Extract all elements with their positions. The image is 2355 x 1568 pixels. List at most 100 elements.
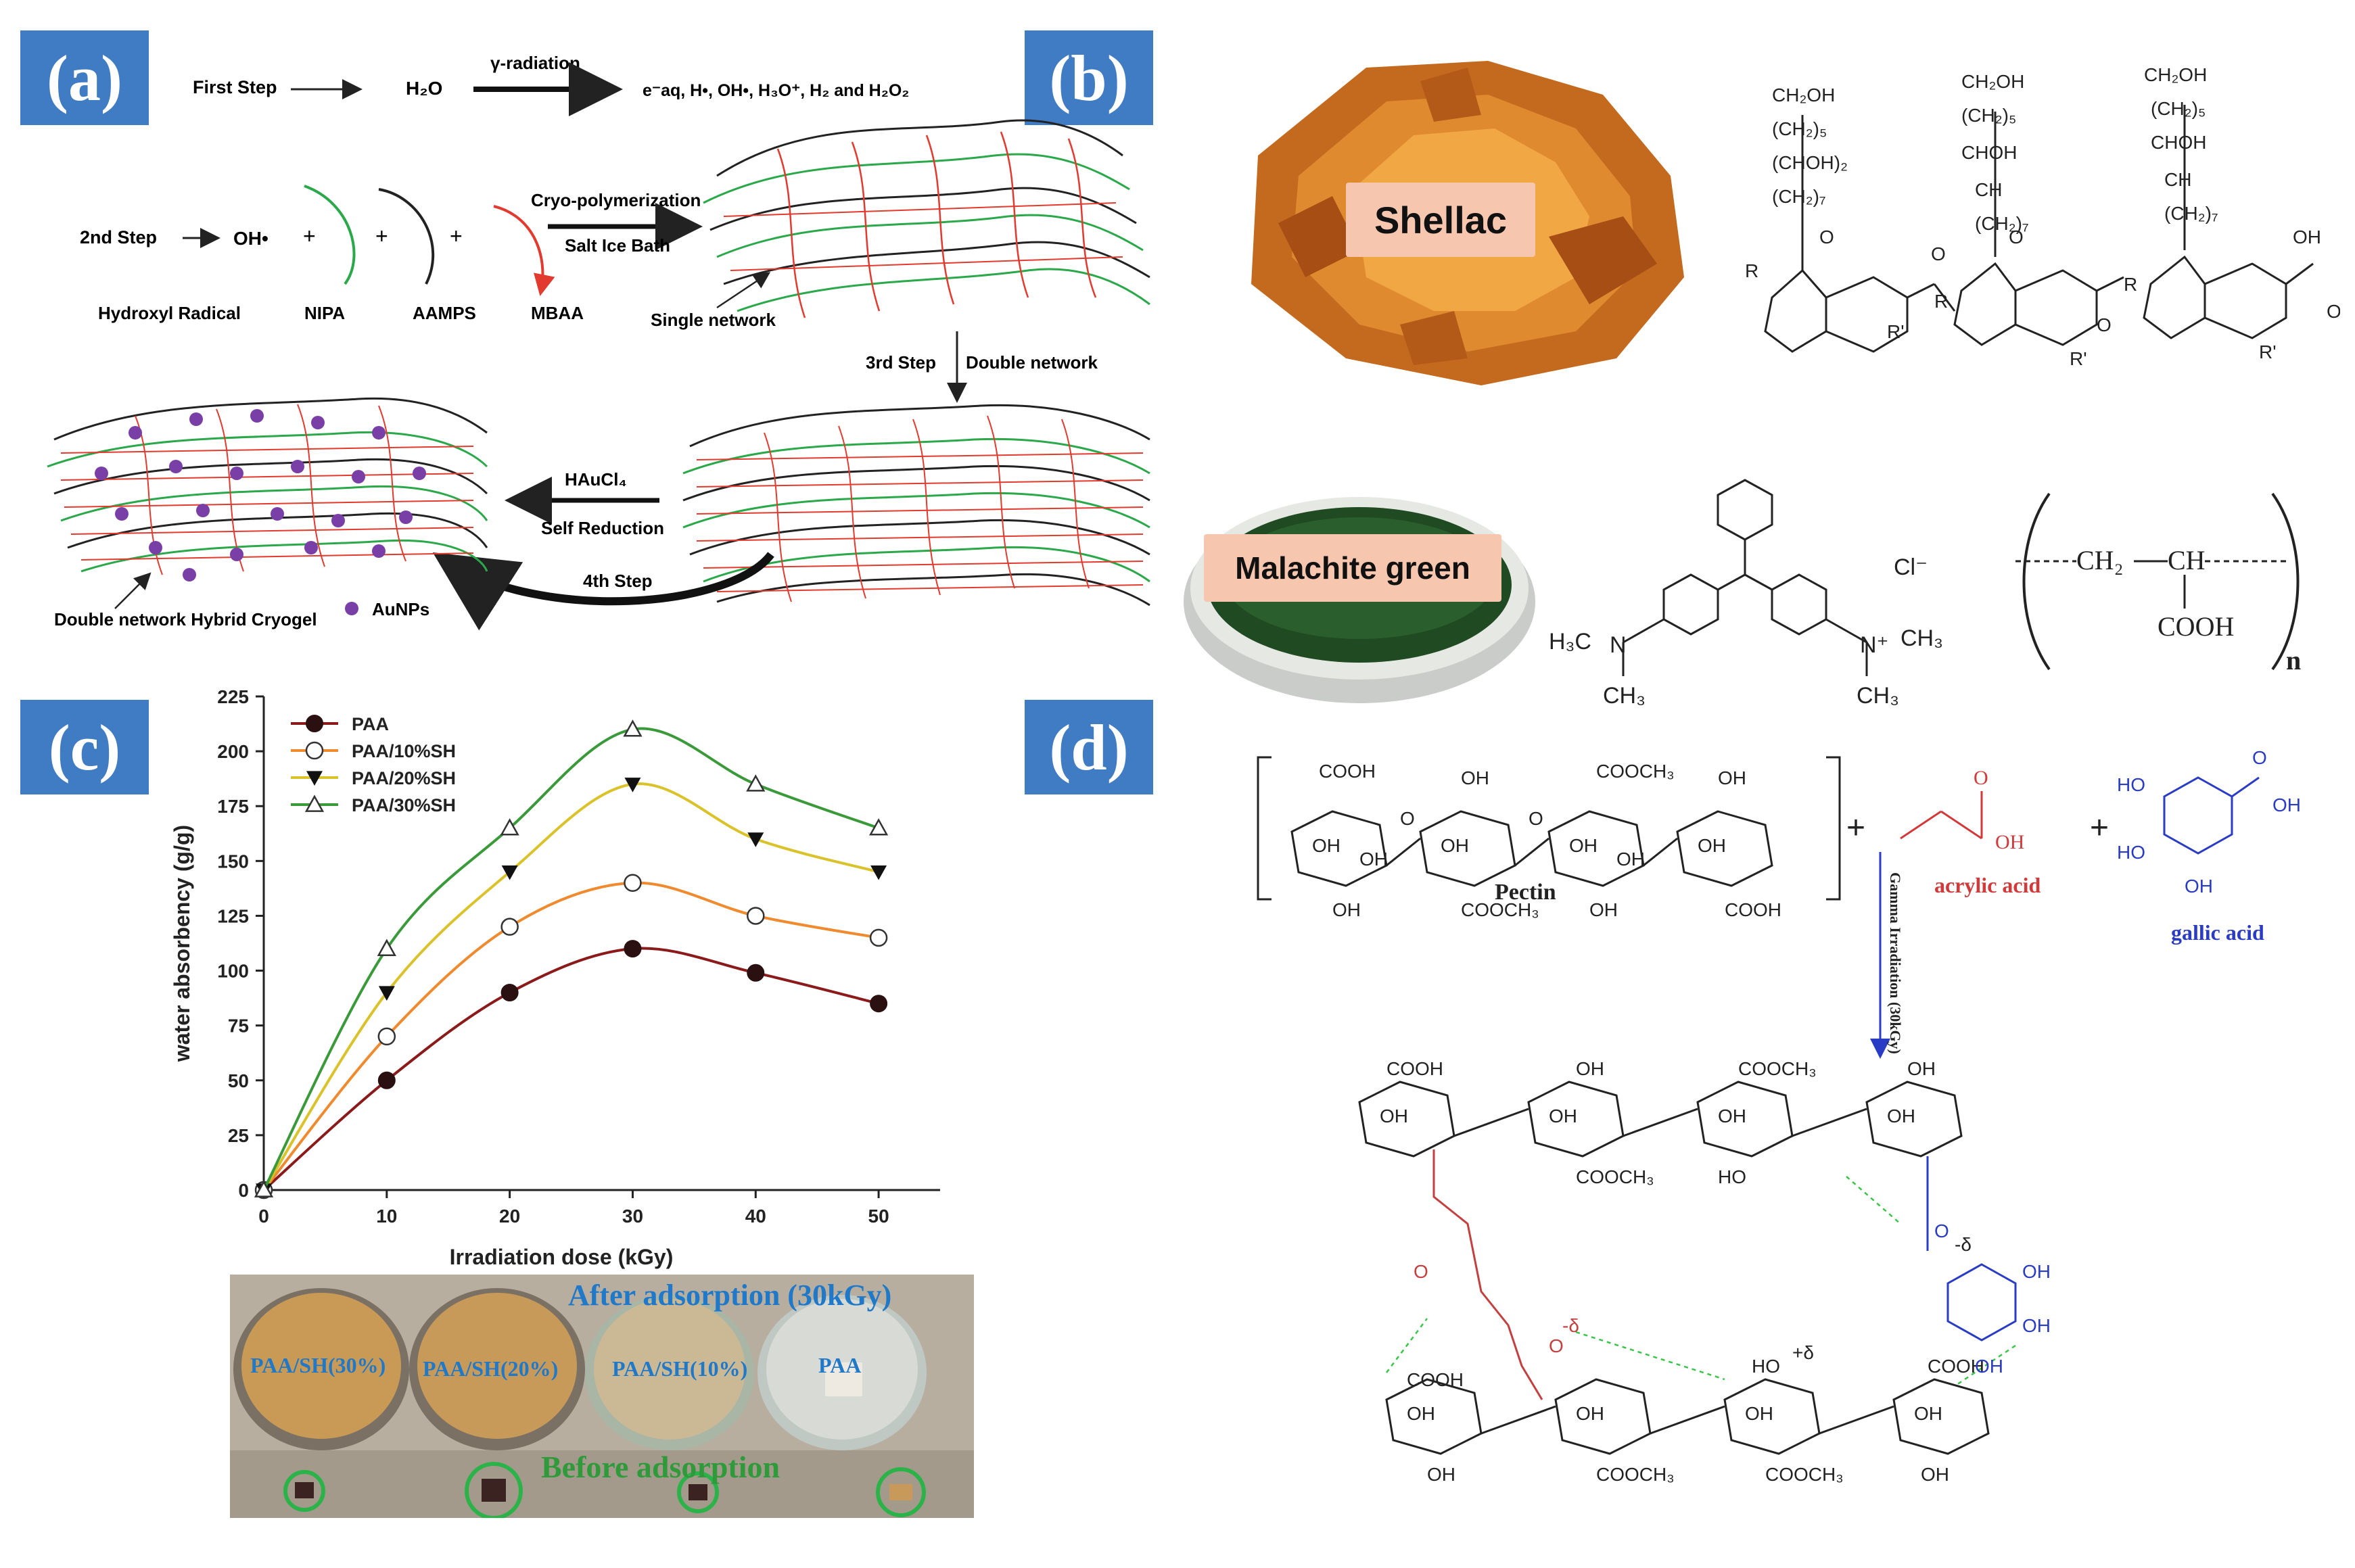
network-group: COOH: [1386, 1058, 1443, 1079]
shellac-group: (CH₂)₅: [2151, 98, 2206, 119]
shellac-group: O: [2097, 314, 2112, 335]
graft-group: O: [1549, 1335, 1564, 1356]
shellac-group: (CH₂)₇: [2164, 203, 2218, 224]
fourth-step-label: 4th Step: [583, 571, 653, 591]
y-tick-label: 50: [228, 1070, 249, 1091]
pectin-group: OH: [1718, 767, 1746, 788]
malachite-structure: Cl⁻ H₃C N CH₃ N⁺ CH₃ CH₃: [1549, 479, 1943, 709]
shellac-group: CH: [2164, 169, 2191, 190]
dimethyl-left: H₃C: [1549, 629, 1591, 655]
hybrid-cryogel-illustration: [47, 397, 488, 581]
haucl4-label: HAuCl₄: [565, 469, 627, 490]
arrow-fourth-step: [432, 552, 774, 631]
panel-label-c: (c): [20, 700, 149, 794]
gallic-acid-structure: [2163, 776, 2260, 855]
network-group: OH: [1907, 1058, 1936, 1079]
pectin-group: OH: [1616, 849, 1645, 870]
network-group: -δ: [1955, 1234, 1972, 1255]
network-group: OH: [1718, 1106, 1746, 1126]
nitrogen-left: N: [1610, 632, 1627, 658]
y-tick-label: 150: [217, 851, 249, 872]
repeat-unit-n: n: [2286, 645, 2301, 675]
network-group: OH: [1407, 1403, 1435, 1424]
dish-label: PAA/SH(30%): [250, 1353, 386, 1377]
plus-sign: +: [2090, 810, 2109, 846]
shellac-group: O: [2009, 227, 2024, 247]
shellac-group: CH₂OH: [1961, 71, 2024, 92]
plus-sign: +: [450, 224, 463, 248]
shellac-group: R': [2259, 341, 2277, 362]
pectin-group: O: [1529, 808, 1543, 829]
pectin-group: OH: [1698, 835, 1726, 856]
shellac-group: R: [1745, 260, 1758, 281]
shellac-group: R: [2124, 274, 2137, 295]
oh-radical-label: OH•: [233, 228, 269, 249]
first-step-label: First Step: [193, 77, 277, 97]
single-network-illustration: [703, 119, 1150, 318]
shellac-structure: CH₂OH (CH₂)₅ (CHOH)₂ (CH₂)₇ CH₂OH (CH₂)₅…: [1745, 64, 2340, 369]
y-tick-label: 175: [217, 796, 249, 817]
malachite-label: Malachite green: [1204, 534, 1501, 602]
pectin-group: COOH: [1725, 899, 1781, 920]
data-point: [624, 874, 642, 893]
data-point: [500, 818, 519, 836]
ch2-group: CH₂: [2076, 545, 2124, 575]
data-point: [624, 778, 641, 792]
gallate-group: OH: [2022, 1261, 2051, 1282]
shellac-group: R': [2070, 348, 2087, 369]
hydroxyl-label: Hydroxyl Radical: [98, 303, 241, 323]
graft-group: O: [1414, 1261, 1428, 1282]
network-group: COOCH₃: [1576, 1166, 1654, 1187]
pectin-group: OH: [1359, 849, 1388, 870]
radiolysis-products: e⁻aq, H•, OH•, H₃O⁺, H₂ and H₂O₂: [643, 81, 909, 100]
y-tick-label: 100: [217, 961, 249, 982]
irradiation-label: Gamma Irradiation (30kGy): [1887, 872, 1904, 1054]
acrylic-acid-label: acrylic acid: [1934, 873, 2041, 897]
data-point: [254, 1180, 274, 1197]
network-group: OH: [1576, 1403, 1604, 1424]
chloride-ion: Cl⁻: [1894, 554, 1928, 580]
data-point: [501, 865, 518, 880]
hybrid-cryogel-label: Double network Hybrid Cryogel: [54, 609, 317, 629]
y-tick-label: 75: [228, 1016, 249, 1037]
pectin-label: Pectin: [1495, 880, 1556, 905]
data-point: [868, 818, 889, 836]
network-group: OH: [1549, 1106, 1577, 1126]
plus-sign: +: [375, 224, 388, 248]
gallate-ring: [1946, 1263, 2017, 1341]
panel-label-a: (a): [20, 30, 149, 125]
gallic-group: HO: [2117, 842, 2145, 863]
pectin-group: COOH: [1319, 761, 1376, 782]
hybrid-pointer: [114, 572, 151, 609]
grafted-chain: [1432, 1149, 1543, 1400]
pectin-group: OH: [1441, 835, 1469, 856]
second-step-label: 2nd Step: [80, 227, 157, 247]
data-point: [747, 832, 764, 847]
shellac-group: CH: [1975, 179, 2002, 200]
pectin-group: OH: [1589, 899, 1618, 920]
network-group: OH: [1576, 1058, 1604, 1079]
network-group: OH: [1380, 1106, 1408, 1126]
data-point: [747, 907, 765, 925]
shellac-group: R': [1887, 321, 1905, 342]
network-group: COOH: [1928, 1356, 1984, 1377]
cryo-label: Cryo-polymerization: [531, 190, 701, 210]
methyl-group: CH₃: [1901, 625, 1943, 651]
nitrogen-right: N⁺: [1860, 632, 1889, 658]
pectin-group: COOCH₃: [1596, 761, 1675, 782]
network-group: +δ: [1792, 1342, 1814, 1363]
x-tick-label: 50: [868, 1206, 889, 1227]
shellac-group: CH₂OH: [2144, 64, 2207, 85]
data-point: [623, 719, 643, 737]
methyl-group: CH₃: [1603, 683, 1646, 709]
self-reduction-label: Self Reduction: [541, 518, 664, 538]
gamma-label: γ-radiation: [490, 53, 580, 73]
dish-label: PAA: [818, 1353, 861, 1377]
y-axis-label: water absorbency (g/g): [170, 825, 194, 1062]
network-group: HO: [1718, 1166, 1746, 1187]
acrylic-oh: OH: [1995, 831, 2024, 853]
x-tick-label: 30: [622, 1206, 643, 1227]
double-network-illustration: [682, 404, 1150, 607]
cooh-group: COOH: [2158, 611, 2234, 642]
after-adsorption-label: After adsorption (30kGy): [568, 1279, 891, 1312]
